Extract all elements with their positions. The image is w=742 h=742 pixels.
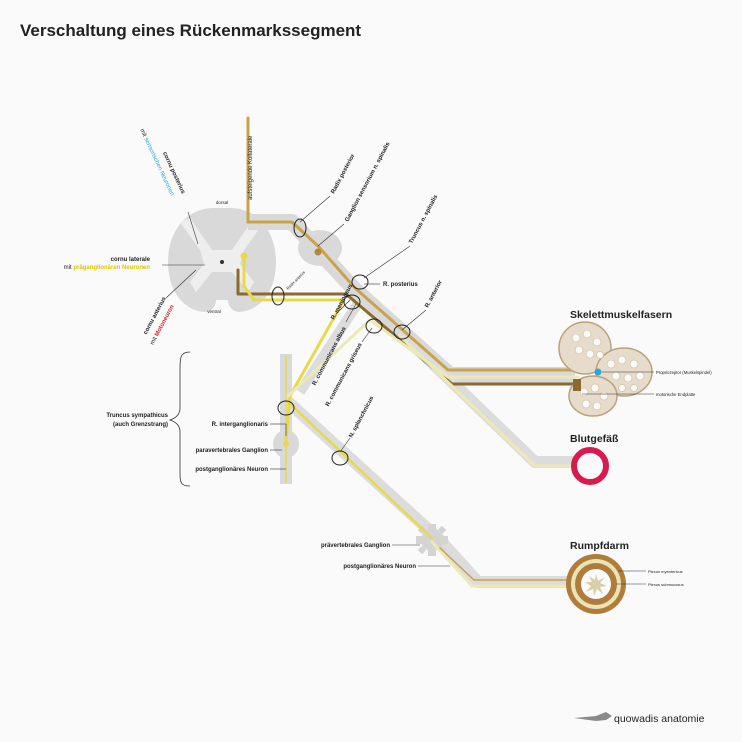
label-truncus-spinalis-group: Truncus n. spinalis	[408, 194, 439, 245]
label-postganglionaer-prev: postganglionäres Neuron	[343, 564, 416, 570]
label-propriozeptor: Propriozeptor (Muskelspindel)	[656, 370, 712, 375]
ring-anterior	[393, 324, 411, 340]
label-kollaterale: aufsteigende Kollaterale	[248, 135, 254, 200]
label-r-anterior-group: R. anterior	[424, 279, 444, 309]
brand-text: quowadis anatomie	[614, 713, 705, 725]
label-radix-anterior-group: Radix anterior	[285, 269, 307, 291]
label-dorsal: dorsal	[216, 200, 228, 205]
blood-vessel	[571, 447, 609, 485]
label-paravertebrales: paravertebrales Ganglion	[196, 448, 269, 454]
label-postganglionaer-truncus: postganglionäres Neuron	[195, 467, 268, 473]
grey-structures	[168, 208, 575, 588]
label-truncus-spinalis: Truncus n. spinalis	[408, 194, 439, 245]
ring-radix-anterior	[271, 286, 285, 306]
label-ganglion-sensorium: Ganglion sensorium n. spinalis	[344, 141, 391, 223]
paravertebral-neuron-soma	[283, 441, 289, 447]
proprioceptor-dot	[594, 368, 602, 376]
label-kollaterale-group: aufsteigende Kollaterale	[248, 135, 254, 200]
label-plexus-submucosus: Plexus submucosus	[648, 582, 684, 587]
ring-meningeus	[343, 294, 361, 310]
scalpel-icon	[574, 712, 612, 721]
preganglionic-neuron-soma	[240, 252, 248, 260]
label-cornu-laterale: cornu laterale	[111, 257, 151, 263]
splanchnic-preganglionic-fibre	[286, 400, 434, 540]
label-radix-anterior: Radix anterior	[285, 269, 307, 291]
ring-communicans	[365, 318, 383, 334]
brand-logo: quowadis anatomie	[574, 712, 705, 725]
postganglionic-skeletal-fibre	[286, 318, 580, 398]
postganglionic-gut-fibre	[430, 540, 572, 588]
ring-interganglionaris	[277, 400, 295, 416]
central-canal	[220, 260, 224, 264]
page-title: Verschaltung eines Rückenmarkssegment	[20, 21, 361, 40]
motor-endplate	[573, 379, 581, 391]
label-praevertebrales: prävertebrales Ganglion	[321, 543, 390, 549]
motor-fibre	[236, 268, 580, 386]
label-grenzstrang: (auch Grenzstrang)	[113, 422, 168, 428]
label-mit-post: mit	[138, 128, 147, 138]
ring-radix-posterior	[293, 218, 307, 238]
label-blutgefaess: Blutgefäß	[570, 433, 619, 445]
label-rumpfdarm: Rumpfdarm	[570, 540, 629, 552]
label-mit-lat: mit	[64, 265, 72, 271]
truncus-brace	[168, 351, 191, 487]
label-ventral: ventral	[207, 309, 221, 314]
label-plexus-myentericus: Plexus myentericus	[648, 569, 683, 574]
gut-cross-section	[566, 554, 626, 614]
label-mit-ant: mit	[150, 336, 159, 346]
label-r-interganglionaris: R. interganglionaris	[212, 422, 269, 428]
ring-splanchnicus	[331, 450, 349, 466]
label-truncus-sympathicus: Truncus sympathicus	[106, 413, 168, 419]
skeletal-muscle	[558, 321, 653, 417]
label-radix-posterior: Radix posterior	[330, 153, 356, 195]
label-r-posterius: R. posterius	[383, 282, 418, 288]
sensory-neuron-soma	[314, 248, 322, 256]
postganglionic-gut-fibre-2	[439, 547, 571, 581]
label-n-splanchnicus-group: N. splanchnicus	[348, 395, 375, 439]
postganglionic-vessel-fibre	[398, 334, 576, 468]
gut-lumen-star	[585, 574, 607, 596]
label-praeganglionaer: präganglionären Neuronen	[73, 265, 150, 271]
ring-truncus	[351, 274, 369, 290]
label-r-anterior: R. anterior	[424, 279, 444, 309]
label-radix-posterior-group: Radix posterior	[330, 153, 356, 195]
label-ganglion-sensorium-group: Ganglion sensorium n. spinalis	[344, 141, 391, 223]
label-n-splanchnicus: N. splanchnicus	[348, 395, 375, 439]
label-praeganglionaer-line: mit präganglionären Neuronen	[64, 265, 151, 271]
leader-lines	[162, 195, 654, 585]
nerve-ring-markers	[271, 218, 411, 466]
nerve-fibres	[236, 116, 580, 588]
label-endplatte: motorische Endplatte	[656, 392, 696, 397]
splanchnic-band	[281, 395, 570, 588]
label-skelettmuskelfasern: Skelettmuskelfasern	[570, 309, 672, 321]
